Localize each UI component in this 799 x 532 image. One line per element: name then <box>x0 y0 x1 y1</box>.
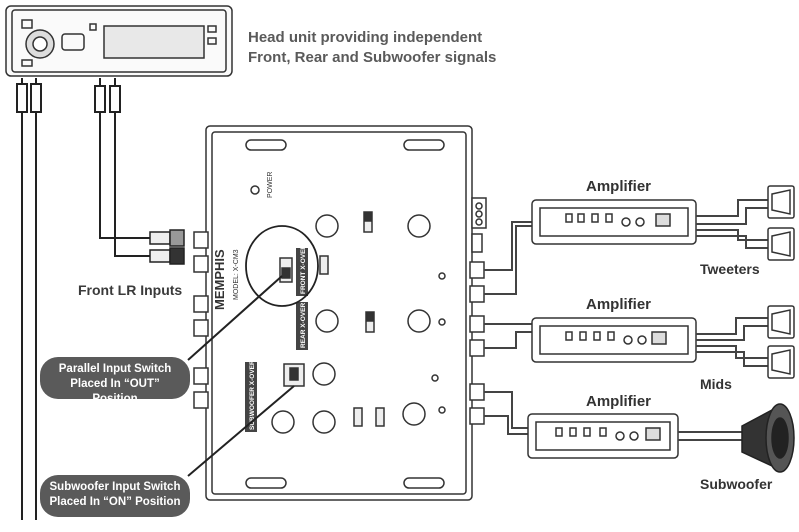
header-line-2: Front, Rear and Subwoofer signals <box>248 49 497 66</box>
subwoofer-label: Subwoofer <box>700 476 773 492</box>
head-unit-rca-cables <box>16 78 150 520</box>
rear-output-level-knob <box>407 309 431 333</box>
head-unit <box>5 5 233 77</box>
tweeter-speakers <box>767 185 795 261</box>
mid-speakers <box>767 305 795 379</box>
amplifier-2 <box>531 317 697 363</box>
subwoofer-speaker <box>741 403 795 473</box>
parallel-callout-line-2: Placed In “OUT” Position <box>70 378 160 405</box>
amplifier-3 <box>527 413 679 459</box>
front-section-badge <box>296 248 308 296</box>
sub-output-level-knob <box>402 402 426 426</box>
sub-phase-switch <box>353 407 363 427</box>
sub-section-label: SUBWOOFER X-OVER <box>249 360 256 430</box>
mids-label: Mids <box>700 376 732 392</box>
tweeters-label: Tweeters <box>700 261 760 277</box>
subwoofer-input-callout: Subwoofer Input Switch Placed In “ON” Po… <box>40 475 190 517</box>
front-rca-plugs <box>149 229 185 265</box>
sub-frequency-knob <box>271 410 295 434</box>
sub-boost-frequency-knob <box>312 410 336 434</box>
brand-label: MEMPHIS <box>212 249 227 310</box>
rear-hp-frequency-knob <box>315 309 339 333</box>
front-slope-switch <box>363 211 373 233</box>
amplifier-1 <box>531 199 697 245</box>
amplifier-3-label: Amplifier <box>586 393 652 410</box>
power-label: POWER <box>267 172 274 198</box>
crossover-controls <box>271 211 446 434</box>
rear-section-badge <box>296 302 308 350</box>
crossover-unit <box>193 125 487 501</box>
amplifier-1-label: Amplifier <box>586 178 652 195</box>
rear-slope-switch <box>365 311 375 333</box>
sub-callout-line-1: Subwoofer Input Switch <box>49 481 181 493</box>
output-wires <box>484 221 532 435</box>
amplifier-2-label: Amplifier <box>586 296 652 313</box>
sub-mode-switch <box>375 407 385 427</box>
parallel-input-callout: Parallel Input Switch Placed In “OUT” Po… <box>40 357 190 405</box>
crossover-labels: POWER MEMPHIS MODEL: X-CM3 FRONT X-OVER … <box>212 172 308 432</box>
sub-callout-line-2: Placed In “ON” Position <box>49 496 181 508</box>
sub-bass-boost-knob <box>312 362 336 386</box>
model-label: MODEL: X-CM3 <box>233 249 240 300</box>
callout-leaders <box>187 225 319 477</box>
sub-section-badge <box>245 362 257 432</box>
rear-section-label: REAR X-OVER <box>300 303 307 348</box>
front-hp-frequency-knob <box>315 214 339 238</box>
parallel-callout-line-1: Parallel Input Switch <box>58 363 172 375</box>
front-output-level-knob <box>407 214 431 238</box>
speaker-wires <box>678 199 768 441</box>
front-lr-inputs-label: Front LR Inputs <box>78 282 183 298</box>
front-section-label: FRONT X-OVER <box>300 245 307 294</box>
header-line-1: Head unit providing independent <box>248 29 483 46</box>
